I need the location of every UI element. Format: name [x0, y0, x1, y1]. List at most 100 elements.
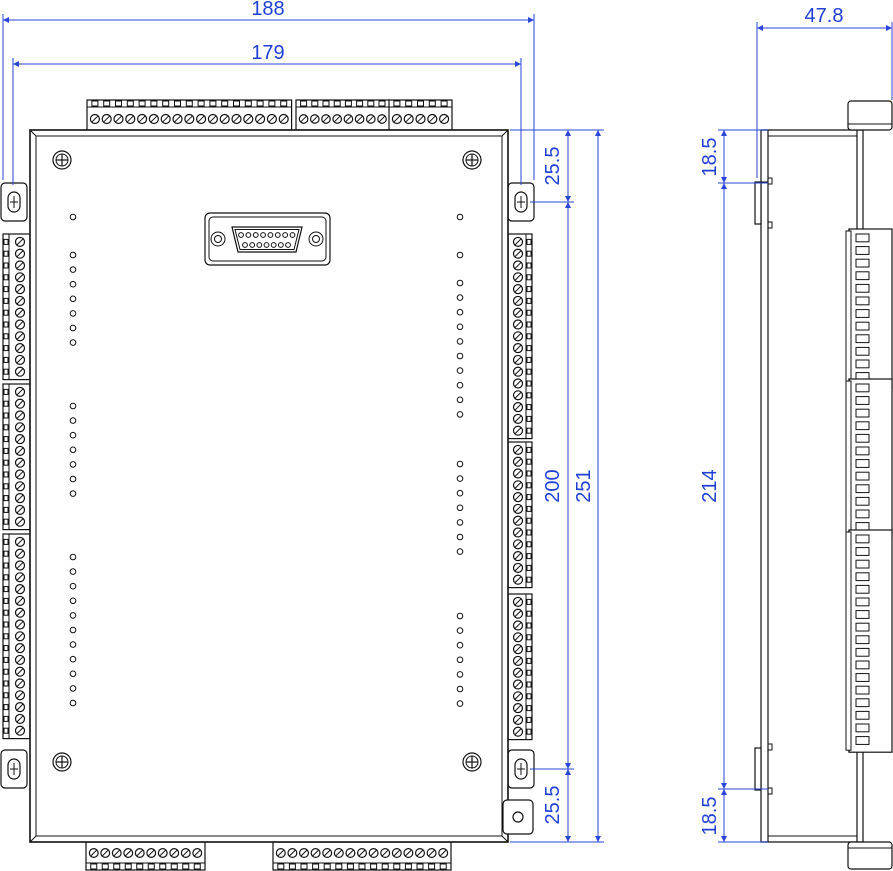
- side-back-plate: [760, 129, 769, 843]
- screw-terminal-icon: [512, 248, 524, 259]
- led-indicator: [456, 656, 464, 664]
- screw-terminal-icon: [14, 445, 26, 456]
- screw-terminal-icon: [333, 847, 344, 859]
- led-indicator: [456, 308, 464, 316]
- screw-terminal-icon: [512, 331, 524, 342]
- led-indicator: [456, 548, 464, 555]
- screw-terminal-icon: [512, 468, 524, 479]
- led-indicator: [456, 519, 464, 526]
- led-indicator: [456, 338, 464, 345]
- dim-side-body-height: 214: [699, 469, 721, 502]
- screw-terminal-icon: [196, 113, 207, 125]
- screw-terminal-icon: [512, 284, 524, 295]
- screw-terminal-icon: [14, 307, 26, 318]
- led-indicator: [69, 568, 77, 575]
- led-indicator: [69, 280, 77, 288]
- led-indicator: [69, 670, 77, 678]
- screw-terminal-icon: [414, 847, 426, 859]
- led-indicator: [456, 685, 464, 693]
- dim-hole-vertical-spacing: 200: [542, 469, 564, 502]
- led-indicator: [456, 396, 464, 404]
- screw-terminal-icon: [192, 848, 203, 858]
- screw-terminal-icon: [137, 113, 148, 125]
- screw-terminal-icon: [512, 515, 524, 526]
- screw-terminal-icon: [512, 413, 524, 424]
- terminal-block: [507, 441, 533, 589]
- dim-side-top-offset: 18.5: [699, 138, 721, 177]
- led-indicator: [69, 490, 77, 497]
- screw-terminal-icon: [512, 480, 524, 491]
- screw-terminal-icon: [512, 644, 524, 655]
- screw-terminal-icon: [512, 236, 524, 247]
- screw-terminal-icon: [14, 343, 26, 354]
- side-bottom-terminal: [847, 841, 893, 870]
- led-indicator: [69, 431, 77, 439]
- screw-terminal-icon: [111, 848, 122, 858]
- screw-terminal-icon: [14, 643, 26, 654]
- screw-terminal-icon: [368, 847, 379, 859]
- screw-terminal-icon: [512, 456, 524, 467]
- dim-side-bottom-offset: 18.5: [699, 797, 721, 836]
- screw-terminal-icon: [125, 113, 136, 125]
- screw-terminal-icon: [14, 516, 26, 527]
- led-indicator: [69, 597, 77, 605]
- corner-screws: [52, 150, 482, 772]
- screw-terminal-icon: [14, 481, 26, 492]
- screw-terminal-icon: [146, 848, 157, 858]
- phillips-screw-icon: [52, 150, 72, 170]
- led-indicator: [456, 671, 464, 678]
- led-indicator: [69, 626, 77, 634]
- terminal-block: [2, 233, 31, 381]
- screw-terminal-icon: [354, 114, 365, 124]
- led-indicator: [456, 367, 464, 374]
- led-indicator: [69, 266, 77, 273]
- screw-terminal-icon: [231, 113, 242, 125]
- screw-terminal-icon: [180, 848, 191, 858]
- screw-terminal-icon: [343, 114, 354, 124]
- led-indicator: [69, 655, 77, 663]
- screw-terminal-icon: [14, 457, 26, 468]
- db15-connector-icon: [204, 212, 331, 266]
- screw-terminal-icon: [512, 492, 524, 503]
- terminal-block: [295, 99, 391, 131]
- led-indicator: [69, 582, 77, 590]
- ground-lug: [502, 799, 534, 835]
- screw-terminal-icon: [14, 572, 26, 583]
- screw-terminal-icon: [512, 295, 524, 306]
- screw-terminal-icon: [512, 596, 524, 607]
- screw-terminal-icon: [14, 619, 26, 630]
- led-indicator: [456, 504, 464, 512]
- side-view: [754, 100, 893, 870]
- led-indicator: [69, 251, 77, 259]
- side-terminal-block: [845, 228, 893, 389]
- screw-terminal-icon: [14, 725, 26, 736]
- led-indicator: [456, 381, 464, 389]
- screw-terminal-icon: [14, 595, 26, 606]
- screw-terminal-icon: [512, 632, 524, 643]
- led-indicator: [69, 699, 77, 707]
- screw-terminal-icon: [14, 713, 26, 724]
- screw-terminal-icon: [184, 113, 195, 125]
- screw-terminal-icon: [512, 425, 524, 436]
- led-indicator: [456, 279, 464, 287]
- terminal-block: [2, 533, 31, 740]
- screw-terminal-icon: [439, 113, 450, 125]
- side-top-terminal: [847, 100, 893, 131]
- led-indicator: [456, 627, 464, 634]
- screw-terminal-icon: [14, 422, 26, 433]
- dim-depth: 47.8: [805, 5, 844, 27]
- screw-terminal-icon: [512, 608, 524, 619]
- screw-terminal-icon: [512, 620, 524, 631]
- led-indicator: [69, 461, 77, 468]
- screw-terminal-icon: [426, 847, 437, 859]
- terminal-block: [272, 841, 452, 871]
- phillips-screw-icon: [52, 752, 72, 772]
- screw-terminal-icon: [512, 378, 524, 389]
- mounting-tabs: [0, 182, 535, 789]
- dim-mount-hole-spacing: 179: [251, 42, 284, 64]
- screw-terminal-icon: [14, 386, 26, 397]
- led-indicators-right: [456, 213, 464, 707]
- screw-terminal-icon: [14, 331, 26, 342]
- screw-terminal-icon: [14, 678, 26, 689]
- screw-terminal-icon: [113, 113, 124, 125]
